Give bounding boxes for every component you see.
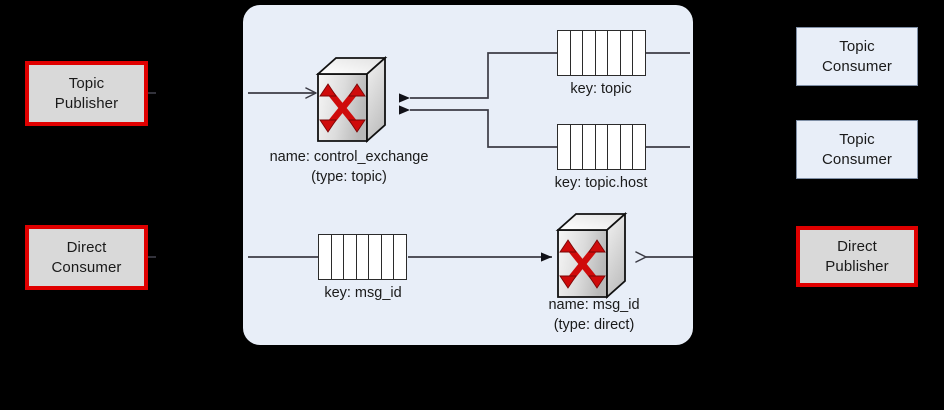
- topic-consumer-box-2[interactable]: Topic Consumer: [796, 120, 918, 179]
- queue-cell: [369, 235, 382, 279]
- queue-cell: [571, 31, 584, 75]
- queue-cell: [596, 125, 609, 169]
- msgid-exchange-name: name: msg_id: [548, 297, 640, 313]
- queue-cell: [571, 125, 584, 169]
- queue-cell: [558, 31, 571, 75]
- queue-cell: [633, 125, 645, 169]
- topic-consumer-2-label-line2: Consumer: [822, 150, 892, 168]
- queue-msgid: [318, 234, 407, 280]
- queue-cell: [621, 31, 634, 75]
- direct-publisher-box[interactable]: Direct Publisher: [796, 226, 918, 287]
- topic-consumer-1-label-line2: Consumer: [822, 57, 892, 75]
- queue-cell: [357, 235, 370, 279]
- control-exchange-name: name: control_exchange: [269, 149, 429, 165]
- topic-consumer-box-1[interactable]: Topic Consumer: [796, 27, 918, 86]
- queue-cell: [608, 31, 621, 75]
- queue-topic-host-label: key: topic.host: [554, 175, 648, 191]
- queue-cell: [583, 125, 596, 169]
- topic-publisher-label-line1: Topic: [68, 74, 105, 92]
- queue-topic-host: [557, 124, 646, 170]
- link-topic-host-queue-to-control-exchange: [399, 105, 557, 148]
- control-exchange-caption: name: control_exchange (type: topic): [244, 148, 454, 187]
- queue-topic: [557, 30, 646, 76]
- direct-consumer-label-line1: Direct: [66, 238, 107, 256]
- topic-publisher-box[interactable]: Topic Publisher: [25, 61, 148, 126]
- queue-cell: [608, 125, 621, 169]
- queue-cell: [596, 31, 609, 75]
- queue-cell: [394, 235, 406, 279]
- direct-publisher-label-line2: Publisher: [825, 257, 889, 275]
- queue-cell: [344, 235, 357, 279]
- queue-topic-label: key: topic: [570, 81, 632, 97]
- topic-consumer-2-label-line1: Topic: [839, 130, 875, 148]
- exchange-cube-icon: [555, 212, 628, 300]
- queue-cell: [319, 235, 332, 279]
- msgid-exchange-type: (type: direct): [553, 316, 635, 333]
- queue-cell: [633, 31, 645, 75]
- queue-cell: [621, 125, 634, 169]
- queue-cell: [332, 235, 345, 279]
- topic-publisher-label-line2: Publisher: [54, 94, 119, 112]
- queue-cell: [583, 31, 596, 75]
- exchange-cube-icon: [315, 56, 388, 144]
- link-topic-queue-to-control-exchange: [399, 52, 557, 103]
- queue-msgid-label: key: msg_id: [324, 285, 402, 301]
- direct-consumer-label-line2: Consumer: [51, 258, 122, 276]
- queue-cell: [382, 235, 395, 279]
- control-exchange-type: (type: topic): [311, 168, 387, 185]
- direct-publisher-label-line1: Direct: [837, 237, 877, 255]
- msgid-exchange-caption: name: msg_id (type: direct): [494, 296, 694, 335]
- topic-consumer-1-label-line1: Topic: [839, 37, 875, 55]
- direct-consumer-box[interactable]: Direct Consumer: [25, 225, 148, 290]
- queue-cell: [558, 125, 571, 169]
